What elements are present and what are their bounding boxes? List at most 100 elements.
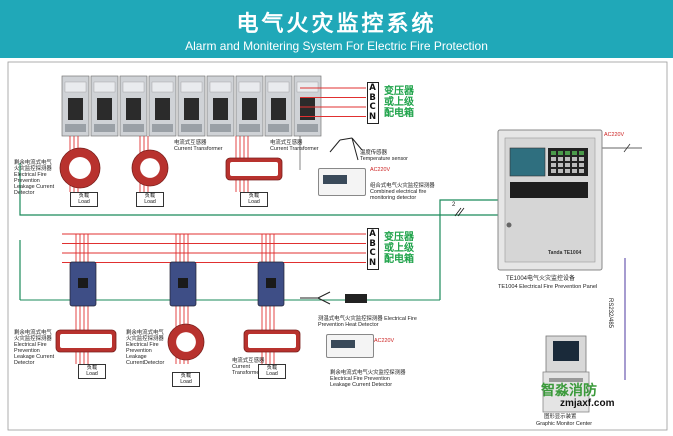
bottom-leakage-detector-label-3: 剩余电流式电气火灾监控探测器 Electrical Fire Preventio… (330, 370, 406, 388)
phase-c: C (369, 248, 376, 258)
bottom-leakage-detector-label-1: 剩余电流式电气 火灾监控探测器 Electrical Fire Preventi… (14, 330, 55, 366)
cabinet-breaker (97, 98, 112, 120)
phase-a: A (369, 83, 376, 93)
bottom-load-3: 负载 Load (258, 364, 286, 379)
current-transformers (55, 147, 301, 361)
phase-n: N (369, 257, 377, 268)
bottom-load-2: 负载 Load (172, 372, 200, 387)
monitor-label-en: Graphic Monitor Center (536, 421, 593, 427)
cabinet-base (210, 124, 231, 132)
top-leakage-ct-hole (69, 157, 91, 179)
top-load-2: 负载 Load (136, 192, 164, 207)
breaker-handle (266, 278, 276, 288)
top-ct-2-hole (230, 162, 278, 176)
bottom-ct-label: 电流式互感器 Current Transformer (232, 358, 265, 376)
cabinet-base (94, 124, 115, 132)
breaker-handle (78, 278, 88, 288)
keypad-key (558, 151, 563, 155)
comm-label: RS232/485 (607, 298, 613, 329)
cabinet-breaker (271, 98, 286, 120)
phase-n: N (369, 111, 377, 122)
keypad-key (565, 163, 570, 167)
cabinet-meter (267, 81, 290, 93)
panel-brand-model: TE1004 (563, 250, 582, 256)
fire-panel-keypad (551, 151, 584, 173)
fire-panel-lock (506, 222, 512, 228)
cabinet-base (181, 124, 202, 132)
monitor-keyboard (549, 378, 583, 382)
bottom-leakage-device-screen (331, 340, 355, 348)
heat-probe-wire (300, 291, 331, 305)
keypad-key (551, 157, 556, 161)
keypad-key (572, 169, 577, 173)
cabinet-base (152, 124, 173, 132)
cabinet-meter (209, 81, 232, 93)
cabinet-meter (151, 81, 174, 93)
keypad-key (558, 157, 563, 161)
combined-detector-label: 组合式电气火灾监控探测器 Combined electrical fire mo… (370, 183, 435, 201)
bottom-ct-hole (248, 334, 296, 348)
bus-slash-2 (457, 207, 465, 217)
watermark-name: 智淼消防 (541, 383, 597, 399)
panel-power-slash (623, 143, 631, 153)
top-ct-label-1: 电流式互感器 Current Transformer (174, 140, 223, 152)
cabinet-meter (180, 81, 203, 93)
fire-panel-screen (509, 147, 546, 177)
cabinet-breaker (126, 98, 141, 120)
cabinet-base (239, 124, 260, 132)
cabinet-breaker (213, 98, 228, 120)
keypad-key (579, 169, 584, 173)
phase-b: B (369, 92, 376, 103)
cabinet-breaker (300, 98, 315, 120)
keypad-key (579, 157, 584, 161)
temp-sensor-probes (329, 137, 363, 161)
phase-a: A (369, 229, 376, 239)
panel-ac-label: AC220V (604, 132, 625, 138)
cabinet-breaker (68, 98, 83, 120)
cabinet-base (123, 124, 144, 132)
cabinet-meter (296, 81, 319, 93)
top-load-1: 负载 Load (70, 192, 98, 207)
bottom-transformer-label: 变压器 或上级 配电箱 (384, 232, 414, 265)
keypad-key (551, 169, 556, 173)
cabinet-base (65, 124, 86, 132)
combined-detector-screen (323, 175, 347, 184)
switchgear-cabinets (61, 75, 322, 137)
cabinet-base (268, 124, 289, 132)
cabinet-meter (122, 81, 145, 93)
cabinet-breaker (242, 98, 257, 120)
keypad-key (558, 169, 563, 173)
bus-slash-label: 2 (452, 202, 456, 208)
fire-panel-printer (510, 182, 588, 198)
cabinet-meter (238, 81, 261, 93)
keypad-key (551, 163, 556, 167)
keypad-key (565, 157, 570, 161)
cabinet-meter (93, 81, 116, 93)
temp-sensor-label: 温度传感器 Temperature sensor (360, 150, 408, 162)
panel-brand-name: Tanda (548, 250, 563, 256)
top-transformer-label: 变压器 或上级 配电箱 (384, 86, 414, 119)
cabinet-breaker (155, 98, 170, 120)
panel-label-en: TE1004 Electrical Fire Prevention Panel (498, 284, 598, 290)
bottom-leakage-detector-label-2: 剩余电流式电气 火灾监控探测器 Electrical Fire Preventi… (126, 330, 165, 366)
panel-brand: Tanda TE1004 (548, 250, 581, 256)
bottom-bus-line (439, 199, 500, 300)
heat-detector-body (345, 294, 367, 303)
top-bus-line (19, 163, 500, 216)
cabinet-breaker (184, 98, 199, 120)
panel-label-cn: TE1004电气火灾监控设备 (506, 276, 576, 282)
monitor-screen (553, 341, 579, 361)
keypad-key (565, 151, 570, 155)
top-ct-label-2: 电流式互感器 Current Transformer (270, 140, 319, 152)
diagram-border (7, 61, 668, 431)
keypad-key (572, 151, 577, 155)
page-subtitle: Alarm and Monitering System For Electric… (185, 39, 488, 53)
top-phase-labels: A B C N (367, 82, 380, 124)
keypad-key (579, 151, 584, 155)
top-load-3: 负载 Load (240, 192, 268, 207)
phase-b: B (369, 238, 376, 249)
keypad-key (565, 169, 570, 173)
top-ct-1-hole (140, 158, 160, 178)
